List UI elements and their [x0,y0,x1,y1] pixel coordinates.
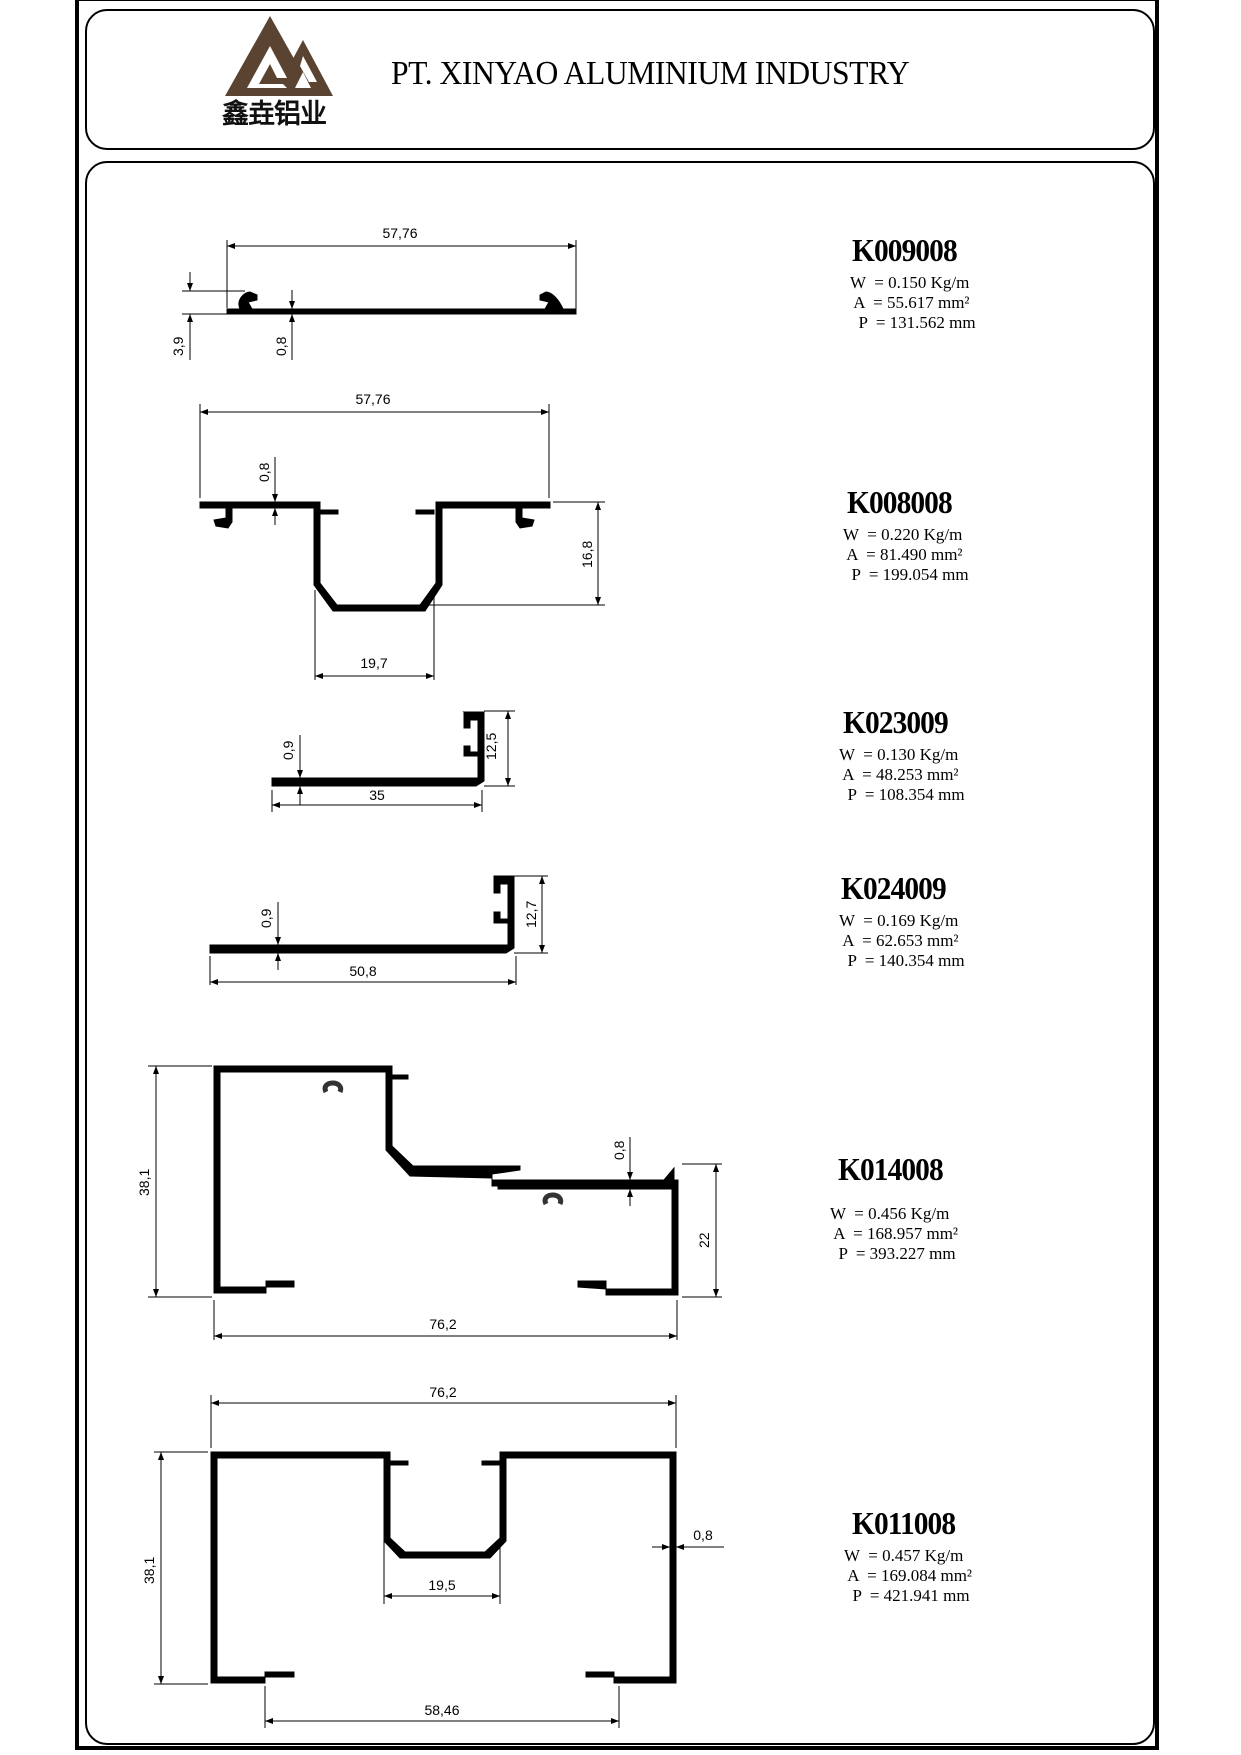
profile-code: K023009 [843,704,949,740]
dim-k008008-depth: 16,8 [579,541,595,568]
dim-k011008-channel-width: 19,5 [428,1577,455,1593]
company-name: PT. XINYAO ALUMINIUM INDUSTRY [391,55,910,92]
profile-weight: W = 0.456 Kg/m [830,1204,950,1223]
profile-code: K011008 [852,1505,956,1541]
dim-k014008-height: 38,1 [136,1169,152,1196]
spec-k008008: K008008 W = 0.220 Kg/m A = 81.490 mm² P … [843,484,969,585]
spec-k023009: K023009 W = 0.130 Kg/m A = 48.253 mm² P … [839,704,965,805]
dim-k024009-height: 12,7 [523,901,539,928]
company-logo-icon [225,16,333,96]
profile-perimeter: P = 421.941 mm [844,1586,970,1605]
profile-area: A = 81.490 mm² [843,545,963,564]
dim-k023009-thickness: 0,9 [280,740,296,760]
dim-k011008-height: 38,1 [141,1557,157,1584]
dim-k014008-step-height: 22 [696,1232,712,1248]
profile-weight: W = 0.130 Kg/m [839,745,959,764]
spec-k014008: K014008 W = 0.456 Kg/m A = 168.957 mm² P… [830,1151,958,1264]
spec-k011008: K011008 W = 0.457 Kg/m A = 169.084 mm² P… [844,1505,972,1606]
dim-k009008-thickness: 0,8 [273,336,289,356]
profile-perimeter: P = 131.562 mm [850,313,976,332]
dim-k024009-thickness: 0,9 [258,908,274,928]
profile-perimeter: P = 393.227 mm [830,1244,956,1263]
drawing-k014008 [148,1065,722,1340]
profile-perimeter: P = 108.354 mm [839,785,965,804]
dim-k023009-width: 35 [369,787,385,803]
dim-k014008-width: 76,2 [429,1316,456,1332]
profile-perimeter: P = 140.354 mm [839,951,965,970]
dim-k011008-lip-span: 58,46 [424,1702,459,1718]
drawing-k009008 [182,240,577,360]
profile-weight: W = 0.220 Kg/m [843,525,963,544]
dim-k009008-width: 57,76 [382,225,417,241]
profile-code: K009008 [852,232,958,268]
drawing-k024009 [209,875,548,985]
profile-area: A = 55.617 mm² [850,293,970,312]
profile-weight: W = 0.150 Kg/m [850,273,970,292]
profile-code: K008008 [847,484,953,520]
profile-weight: W = 0.457 Kg/m [844,1546,964,1565]
dim-k008008-thickness: 0,8 [256,462,272,482]
page-frame [75,0,1159,1750]
dim-k011008-thickness: 0,8 [693,1527,713,1543]
drawing-k023009 [271,710,515,812]
logo-chinese-text: 鑫垚铝业 [222,99,327,130]
profile-area: A = 169.084 mm² [844,1566,973,1585]
spec-k024009: K024009 W = 0.169 Kg/m A = 62.653 mm² P … [839,870,965,971]
dim-k023009-height: 12,5 [483,733,499,760]
dim-k011008-width: 76,2 [429,1384,456,1400]
dim-k024009-width: 50,8 [349,963,376,979]
profile-weight: W = 0.169 Kg/m [839,911,959,930]
profile-code: K014008 [838,1151,944,1187]
profile-code: K024009 [841,870,947,906]
profile-area: A = 62.653 mm² [839,931,959,950]
profile-area: A = 168.957 mm² [830,1224,959,1243]
dim-k009008-height: 3,9 [170,336,186,356]
dim-k008008-width: 57,76 [355,391,390,407]
profile-area: A = 48.253 mm² [839,765,959,784]
content-panel [85,161,1155,1745]
dim-k014008-thickness: 0,8 [611,1140,627,1160]
profile-perimeter: P = 199.054 mm [843,565,969,584]
drawing-k008008 [199,404,605,680]
spec-k009008: K009008 W = 0.150 Kg/m A = 55.617 mm² P … [850,232,976,333]
drawing-k011008 [154,1395,724,1728]
dim-k008008-channel-width: 19,7 [360,655,387,671]
header-panel [85,9,1155,150]
